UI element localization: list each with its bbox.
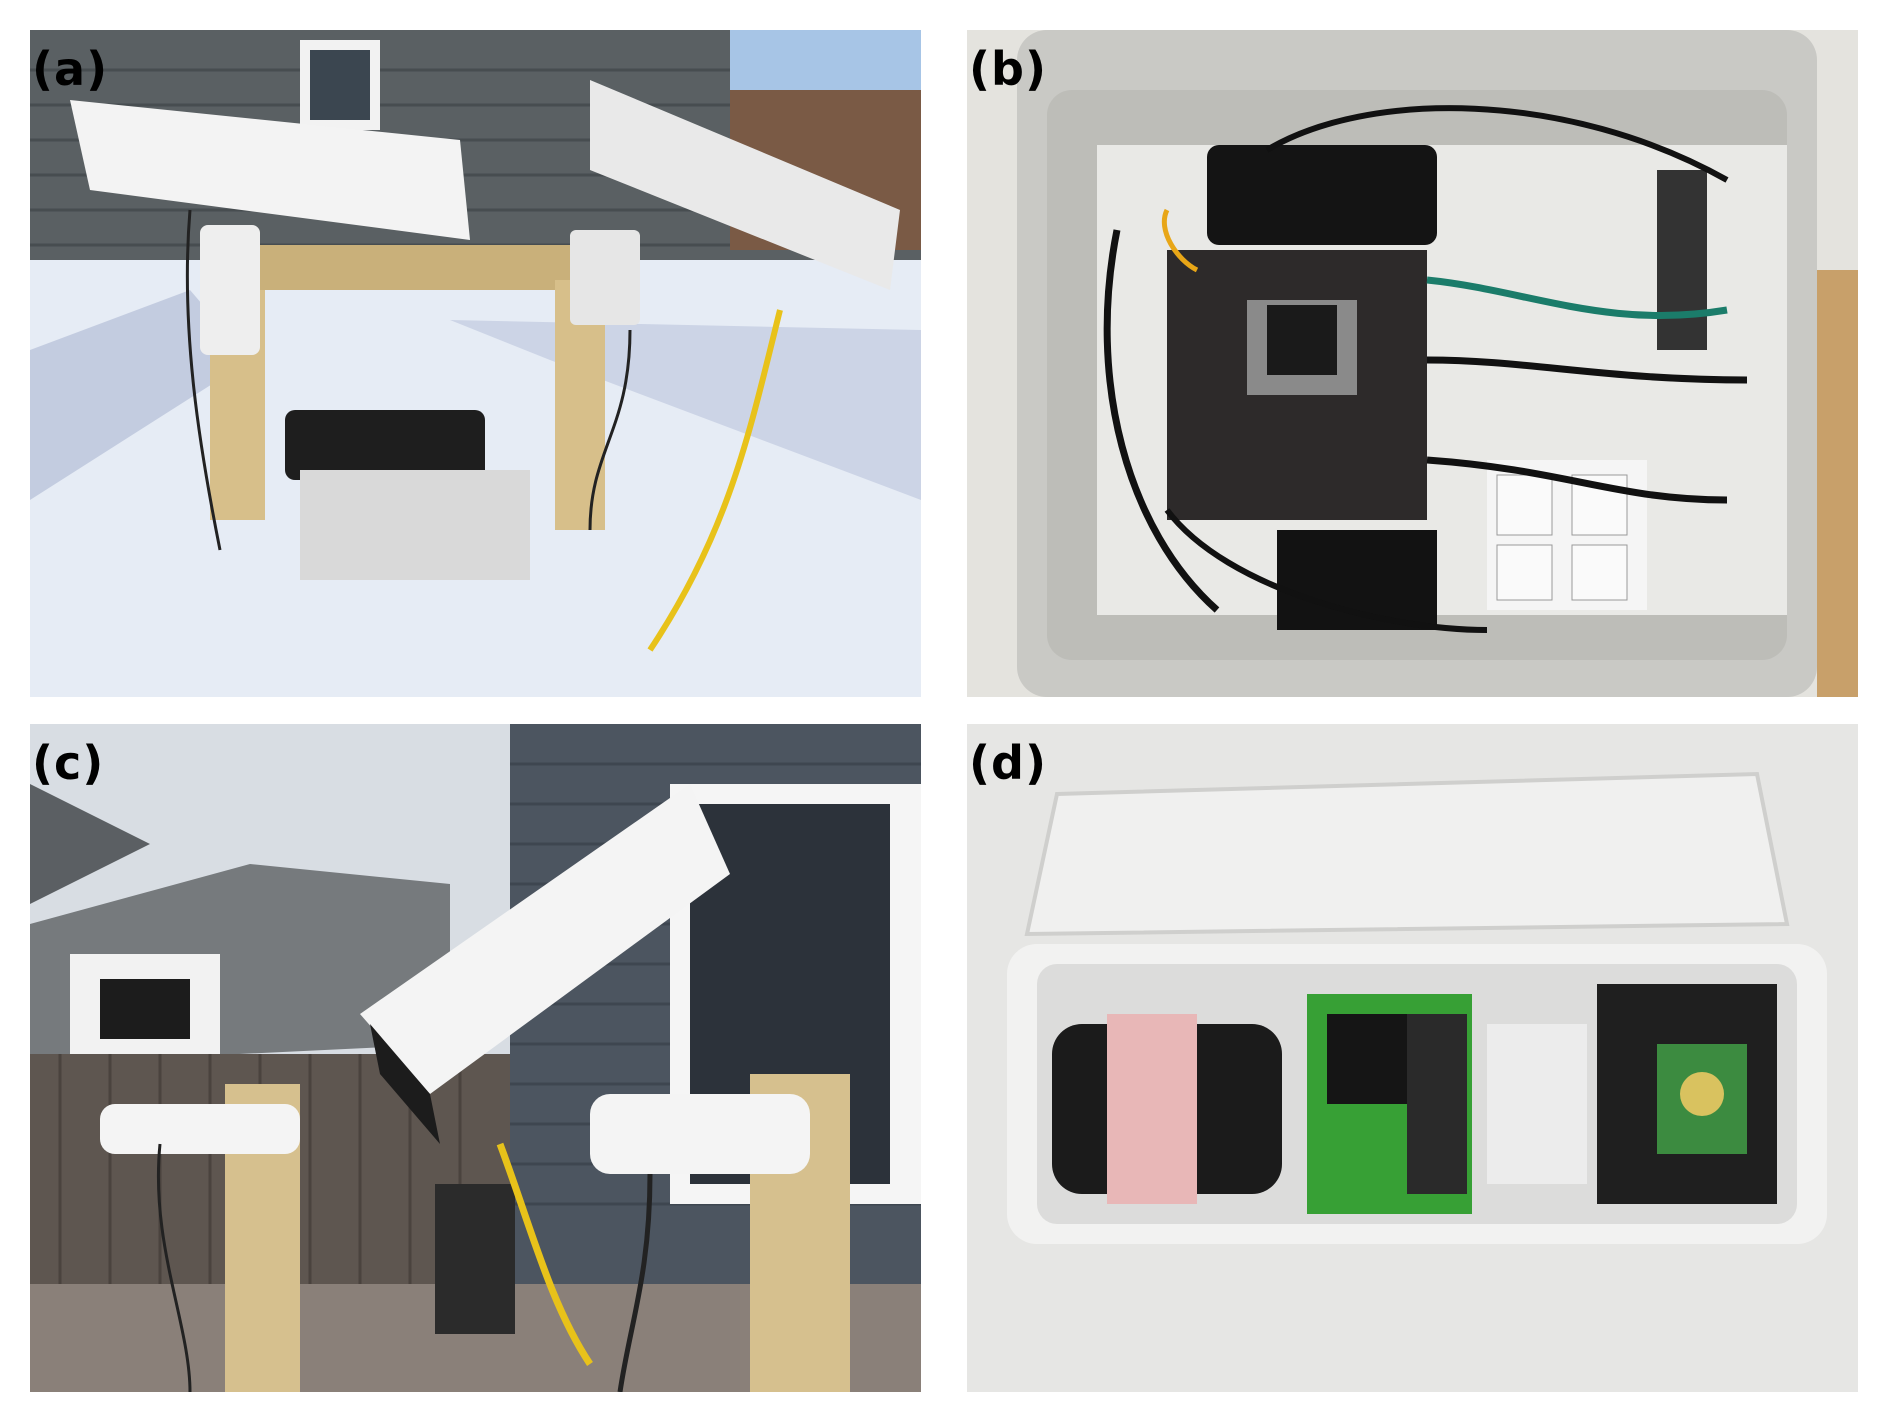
panel-label-b: (b) (969, 42, 1047, 96)
panel-label-a: (a) (32, 42, 109, 96)
panel-label-d: (d) (969, 736, 1047, 790)
photo-panel-c: (c) (30, 724, 921, 1392)
photo-d-open-housing (967, 724, 1858, 1392)
photo-a-snow-cameras (30, 30, 921, 697)
panel-label-c: (c) (32, 736, 105, 790)
photo-panel-a: (a) (30, 30, 921, 697)
photo-panel-b: (b) (967, 30, 1858, 697)
photo-b-electronics-enclosure (967, 30, 1858, 697)
photo-panel-d: (d) (967, 724, 1858, 1392)
photo-c-mounted-cameras (30, 724, 921, 1392)
